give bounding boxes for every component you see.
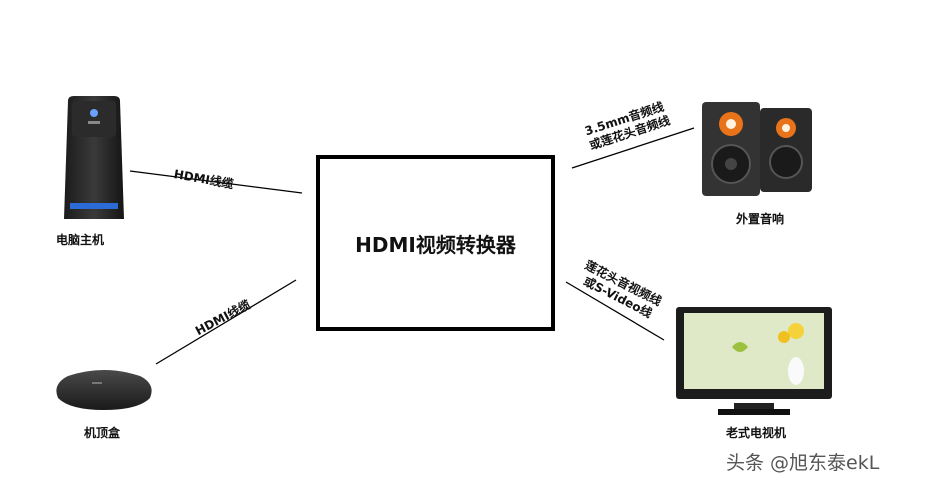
line-stb-converter	[155, 279, 297, 365]
line-pc-converter	[129, 170, 303, 194]
converter-title: HDMI视频转换器	[355, 233, 516, 257]
watermark: 头条 @旭东泰ekL	[726, 452, 880, 474]
crt-tv-icon	[676, 307, 832, 415]
speakers-label: 外置音响	[736, 212, 785, 226]
pc-label: 电脑主机	[56, 233, 105, 247]
line-converter-tv	[565, 281, 665, 341]
set-top-box-label: 机顶盒	[84, 426, 121, 440]
converter-box	[316, 155, 555, 331]
set-top-box-icon	[56, 370, 152, 410]
tv-label: 老式电视机	[726, 426, 787, 440]
speakers-icon	[702, 102, 812, 196]
line-converter-speakers	[571, 127, 695, 169]
pc-tower-icon	[64, 96, 124, 219]
